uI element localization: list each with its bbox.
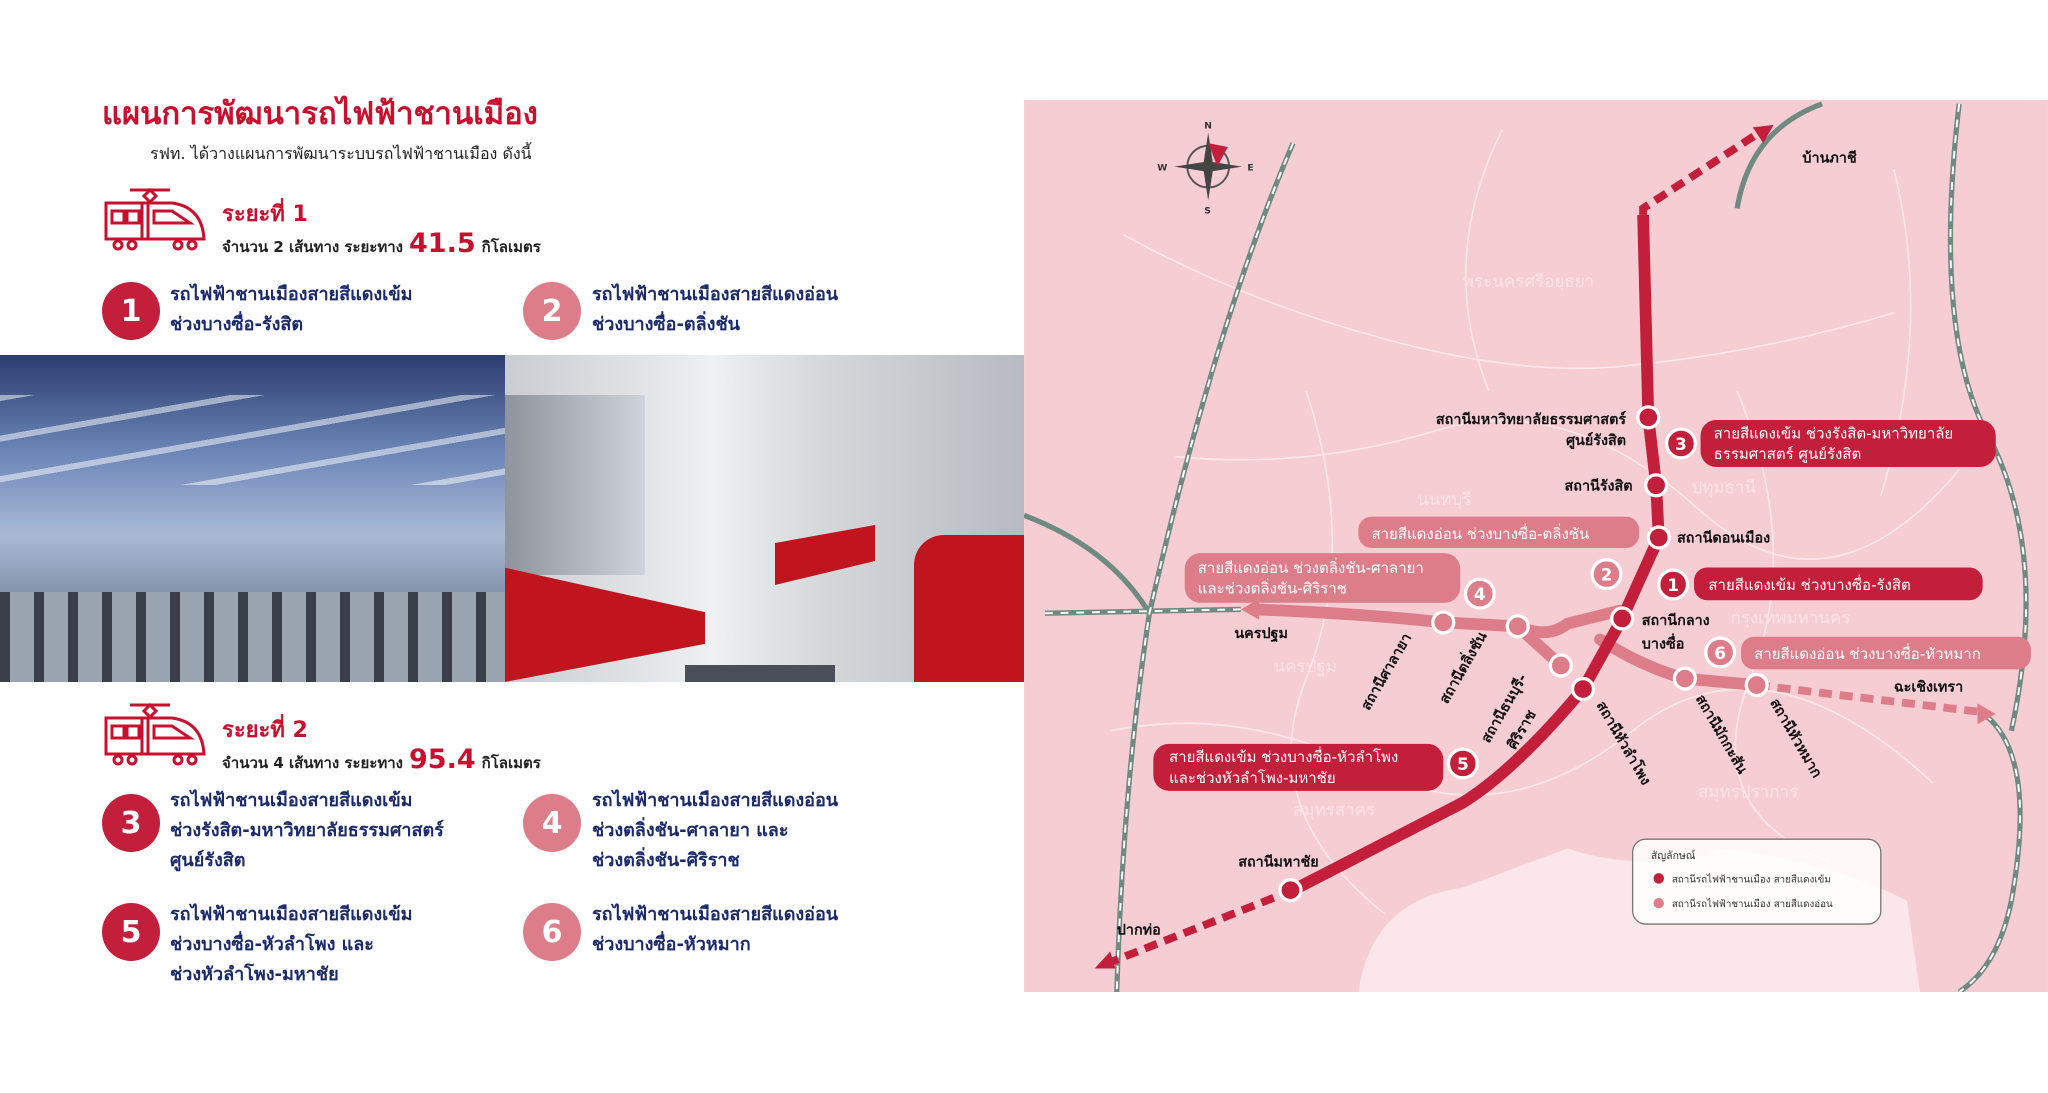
svg-text:สายสีแดงเข้ม ช่วงบางซื่อ-รังสิ: สายสีแดงเข้ม ช่วงบางซื่อ-รังสิต [1708,574,1910,594]
arrow-east-icon [1977,703,1996,725]
legend: สัญลักษณ์ สถานีรถไฟฟ้าชานเมือง สายสีแดงเ… [1631,838,1882,925]
station-rangsit [1644,473,1669,498]
station-photo [0,355,505,682]
svg-text:สายสีแดงเข้ม ช่วงบางซื่อ-หัวลำ: สายสีแดงเข้ม ช่วงบางซื่อ-หัวลำโพง [1169,746,1398,766]
item-4-badge: 4 [523,794,581,852]
dark-red-line [1290,214,1665,896]
svg-text:นนทบุรี: นนทบุรี [1417,490,1471,510]
endpoint-label: นครปฐม [1234,626,1288,643]
svg-text:สมุทรปราการ: สมุทรปราการ [1698,782,1798,802]
svg-text:W: W [1157,164,1167,174]
svg-text:สายสีแดงอ่อน ช่วงบางซื่อ-ตลิ่ง: สายสีแดงอ่อน ช่วงบางซื่อ-ตลิ่งชัน [1371,523,1589,543]
light-red-extension [1756,681,1986,717]
endpoint-label: บ้านภาชี [1802,150,1857,167]
callout-3-number: 3 [1675,435,1687,455]
item-3-badge: 3 [102,794,160,852]
callout-5 [1153,743,1444,791]
svg-text:นครปฐม: นครปฐม [1273,657,1336,677]
station-makkasan [1672,666,1697,691]
svg-text:สัญลักษณ์: สัญลักษณ์ [1651,849,1696,862]
callout-4-number: 4 [1474,585,1486,605]
item-1-text: รถไฟฟ้าชานเมืองสายสีแดงเข้มช่วงบางซื่อ-ร… [170,284,413,335]
callout-1 [1694,567,1983,601]
item-3-text: รถไฟฟ้าชานเมืองสายสีแดงเข้มช่วงรังสิต-มห… [170,790,444,871]
phase-2-label: ระยะที่ 2 [222,718,308,743]
callout-2 [1358,516,1640,548]
svg-text:พระนครศรีอยุธยา: พระนครศรีอยุธยา [1463,272,1594,292]
train-interior-photo [505,355,1024,682]
svg-text:และช่วงตลิ่งชัน-ศิริราช: และช่วงตลิ่งชัน-ศิริราช [1198,578,1347,598]
svg-text:สมุทรสาคร: สมุทรสาคร [1293,801,1375,821]
svg-text:S: S [1204,207,1211,217]
endpoint-label: ปากท่อ [1117,923,1161,939]
train-icon [104,702,206,766]
callout-6-number: 6 [1714,644,1726,664]
station-label: สถานีมหาชัย [1238,854,1319,871]
dark-red-north-extension [1639,126,1766,215]
svg-text:สายสีแดงอ่อน ช่วงบางซื่อ-หัวหม: สายสีแดงอ่อน ช่วงบางซื่อ-หัวหมาก [1754,643,1981,663]
svg-text:และช่วงหัวลำโพง-มหาชัย: และช่วงหัวลำโพง-มหาชัย [1169,769,1336,787]
station-talingchan [1505,614,1530,639]
station-thammasat [1636,405,1661,430]
phase-1-label: ระยะที่ 1 [222,202,308,227]
station-huamak [1744,673,1769,698]
callout-5-number: 5 [1457,755,1469,775]
arrow-west-icon [1240,598,1260,620]
callout-4 [1184,553,1461,603]
svg-text:ปทุมธานี: ปทุมธานี [1691,478,1756,498]
item-5-text: รถไฟฟ้าชานเมืองสายสีแดงเข้มช่วงบางซื่อ-ห… [170,904,413,985]
station-label: สถานีรังสิต [1564,477,1632,494]
arrow-north-icon [1752,124,1774,144]
svg-text:สายสีแดงเข้ม ช่วงรังสิต-มหาวิท: สายสีแดงเข้ม ช่วงรังสิต-มหาวิทยาลัย [1714,424,1954,442]
endpoint-label: ฉะเชิงเทรา [1894,679,1963,696]
station-hualamphong [1570,676,1596,702]
svg-text:N: N [1204,122,1212,132]
station-mahachai [1278,878,1303,903]
item-2-badge: 2 [523,282,581,340]
svg-text:กรุงเทพมหานคร: กรุงเทพมหานคร [1731,609,1851,629]
item-4-text: รถไฟฟ้าชานเมืองสายสีแดงอ่อนช่วงตลิ่งชัน-… [592,790,839,871]
item-6-text: รถไฟฟ้าชานเมืองสายสีแดงอ่อนช่วงบางซื่อ-ห… [592,904,839,955]
station-donmueang [1646,525,1671,550]
station-bangsue [1610,606,1635,631]
train-icon [104,187,206,251]
arrow-southwest-icon [1094,951,1116,969]
station-label: บางซื่อ [1642,633,1685,653]
callout-1-number: 1 [1667,576,1679,596]
page-subtitle: รฟท. ได้วางแผนการพัฒนาระบบรถไฟฟ้าชานเมือ… [150,144,532,163]
station-label: สถานีมหาวิทยาลัยธรรมศาสตร์ [1436,410,1626,428]
svg-text:E: E [1247,164,1253,174]
item-5-badge: 5 [102,903,160,961]
callout-2-number: 2 [1601,566,1613,586]
svg-text:ธรรมศาสตร์ ศูนย์รังสิต: ธรรมศาสตร์ ศูนย์รังสิต [1714,445,1862,463]
item-6-badge: 6 [523,903,581,961]
station-label: สถานีกลาง [1642,612,1710,629]
callout-6 [1741,636,2031,670]
svg-text:สถานีรถไฟฟ้าชานเมือง สายสีแดงอ: สถานีรถไฟฟ้าชานเมือง สายสีแดงอ่อน [1672,898,1833,910]
item-1-badge: 1 [102,282,160,340]
page-title: แผนการพัฒนารถไฟฟ้าชานเมือง [102,96,538,132]
station-label: ศูนย์รังสิต [1566,431,1626,449]
station-label: สถานีดอนเมือง [1677,530,1770,547]
station-siriraj [1548,653,1573,678]
station-salaya [1431,610,1456,635]
item-2-text: รถไฟฟ้าชานเมืองสายสีแดงอ่อนช่วงบางซื่อ-ต… [592,284,839,335]
svg-text:สายสีแดงอ่อน ช่วงตลิ่งชัน-ศาลา: สายสีแดงอ่อน ช่วงตลิ่งชัน-ศาลายา [1198,557,1424,577]
dark-red-south-extension [1106,886,1295,967]
svg-text:สถานีรถไฟฟ้าชานเมือง สายสีแดงเ: สถานีรถไฟฟ้าชานเมือง สายสีแดงเข้ม [1672,873,1831,885]
callout-3 [1700,419,1996,467]
